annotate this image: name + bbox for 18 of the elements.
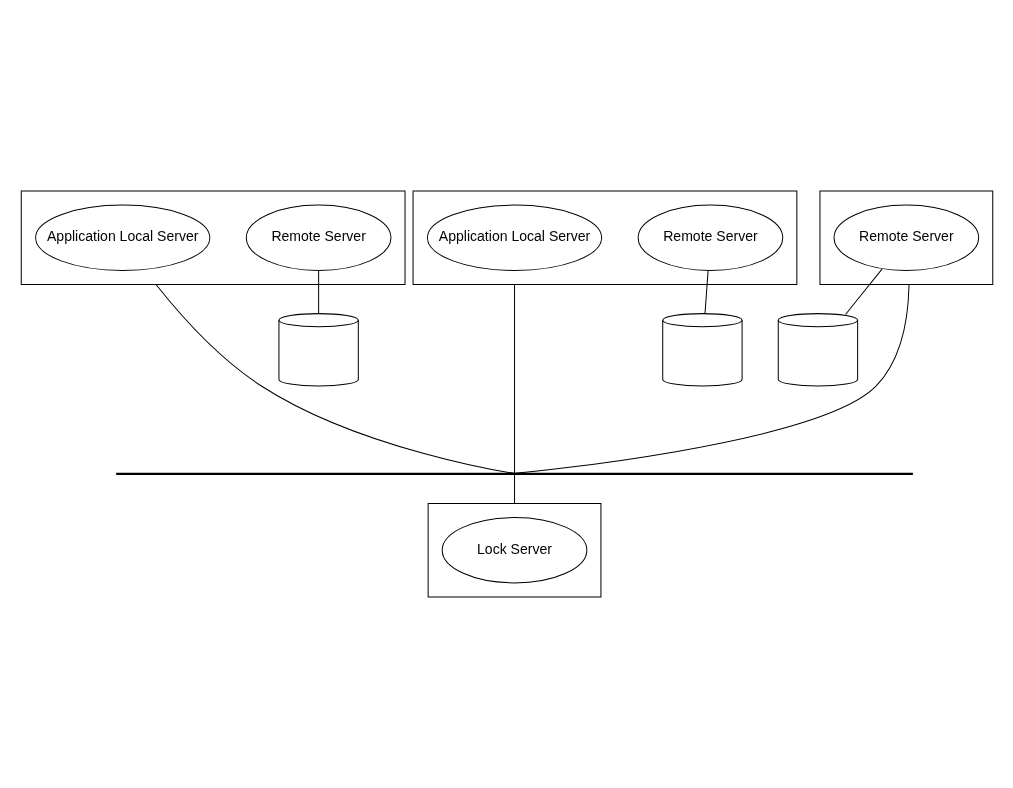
connector (513, 473, 515, 504)
connector (513, 284, 515, 474)
connector (155, 284, 515, 474)
node-ellipse: Application Local Server (426, 204, 602, 271)
cluster (20, 190, 406, 285)
connector (844, 268, 883, 315)
node-ellipse: Remote Server (245, 204, 391, 271)
connector (704, 270, 709, 315)
cluster (427, 503, 601, 598)
node-ellipse: Lock Server (441, 517, 587, 584)
node-ellipse: Application Local Server (34, 204, 210, 271)
node-bar (115, 472, 913, 475)
node-ellipse: Remote Server (637, 204, 783, 271)
cluster (818, 190, 993, 285)
cluster (412, 190, 797, 285)
connector (513, 284, 910, 474)
node-ellipse: Remote Server (833, 204, 979, 271)
connector (317, 270, 319, 315)
